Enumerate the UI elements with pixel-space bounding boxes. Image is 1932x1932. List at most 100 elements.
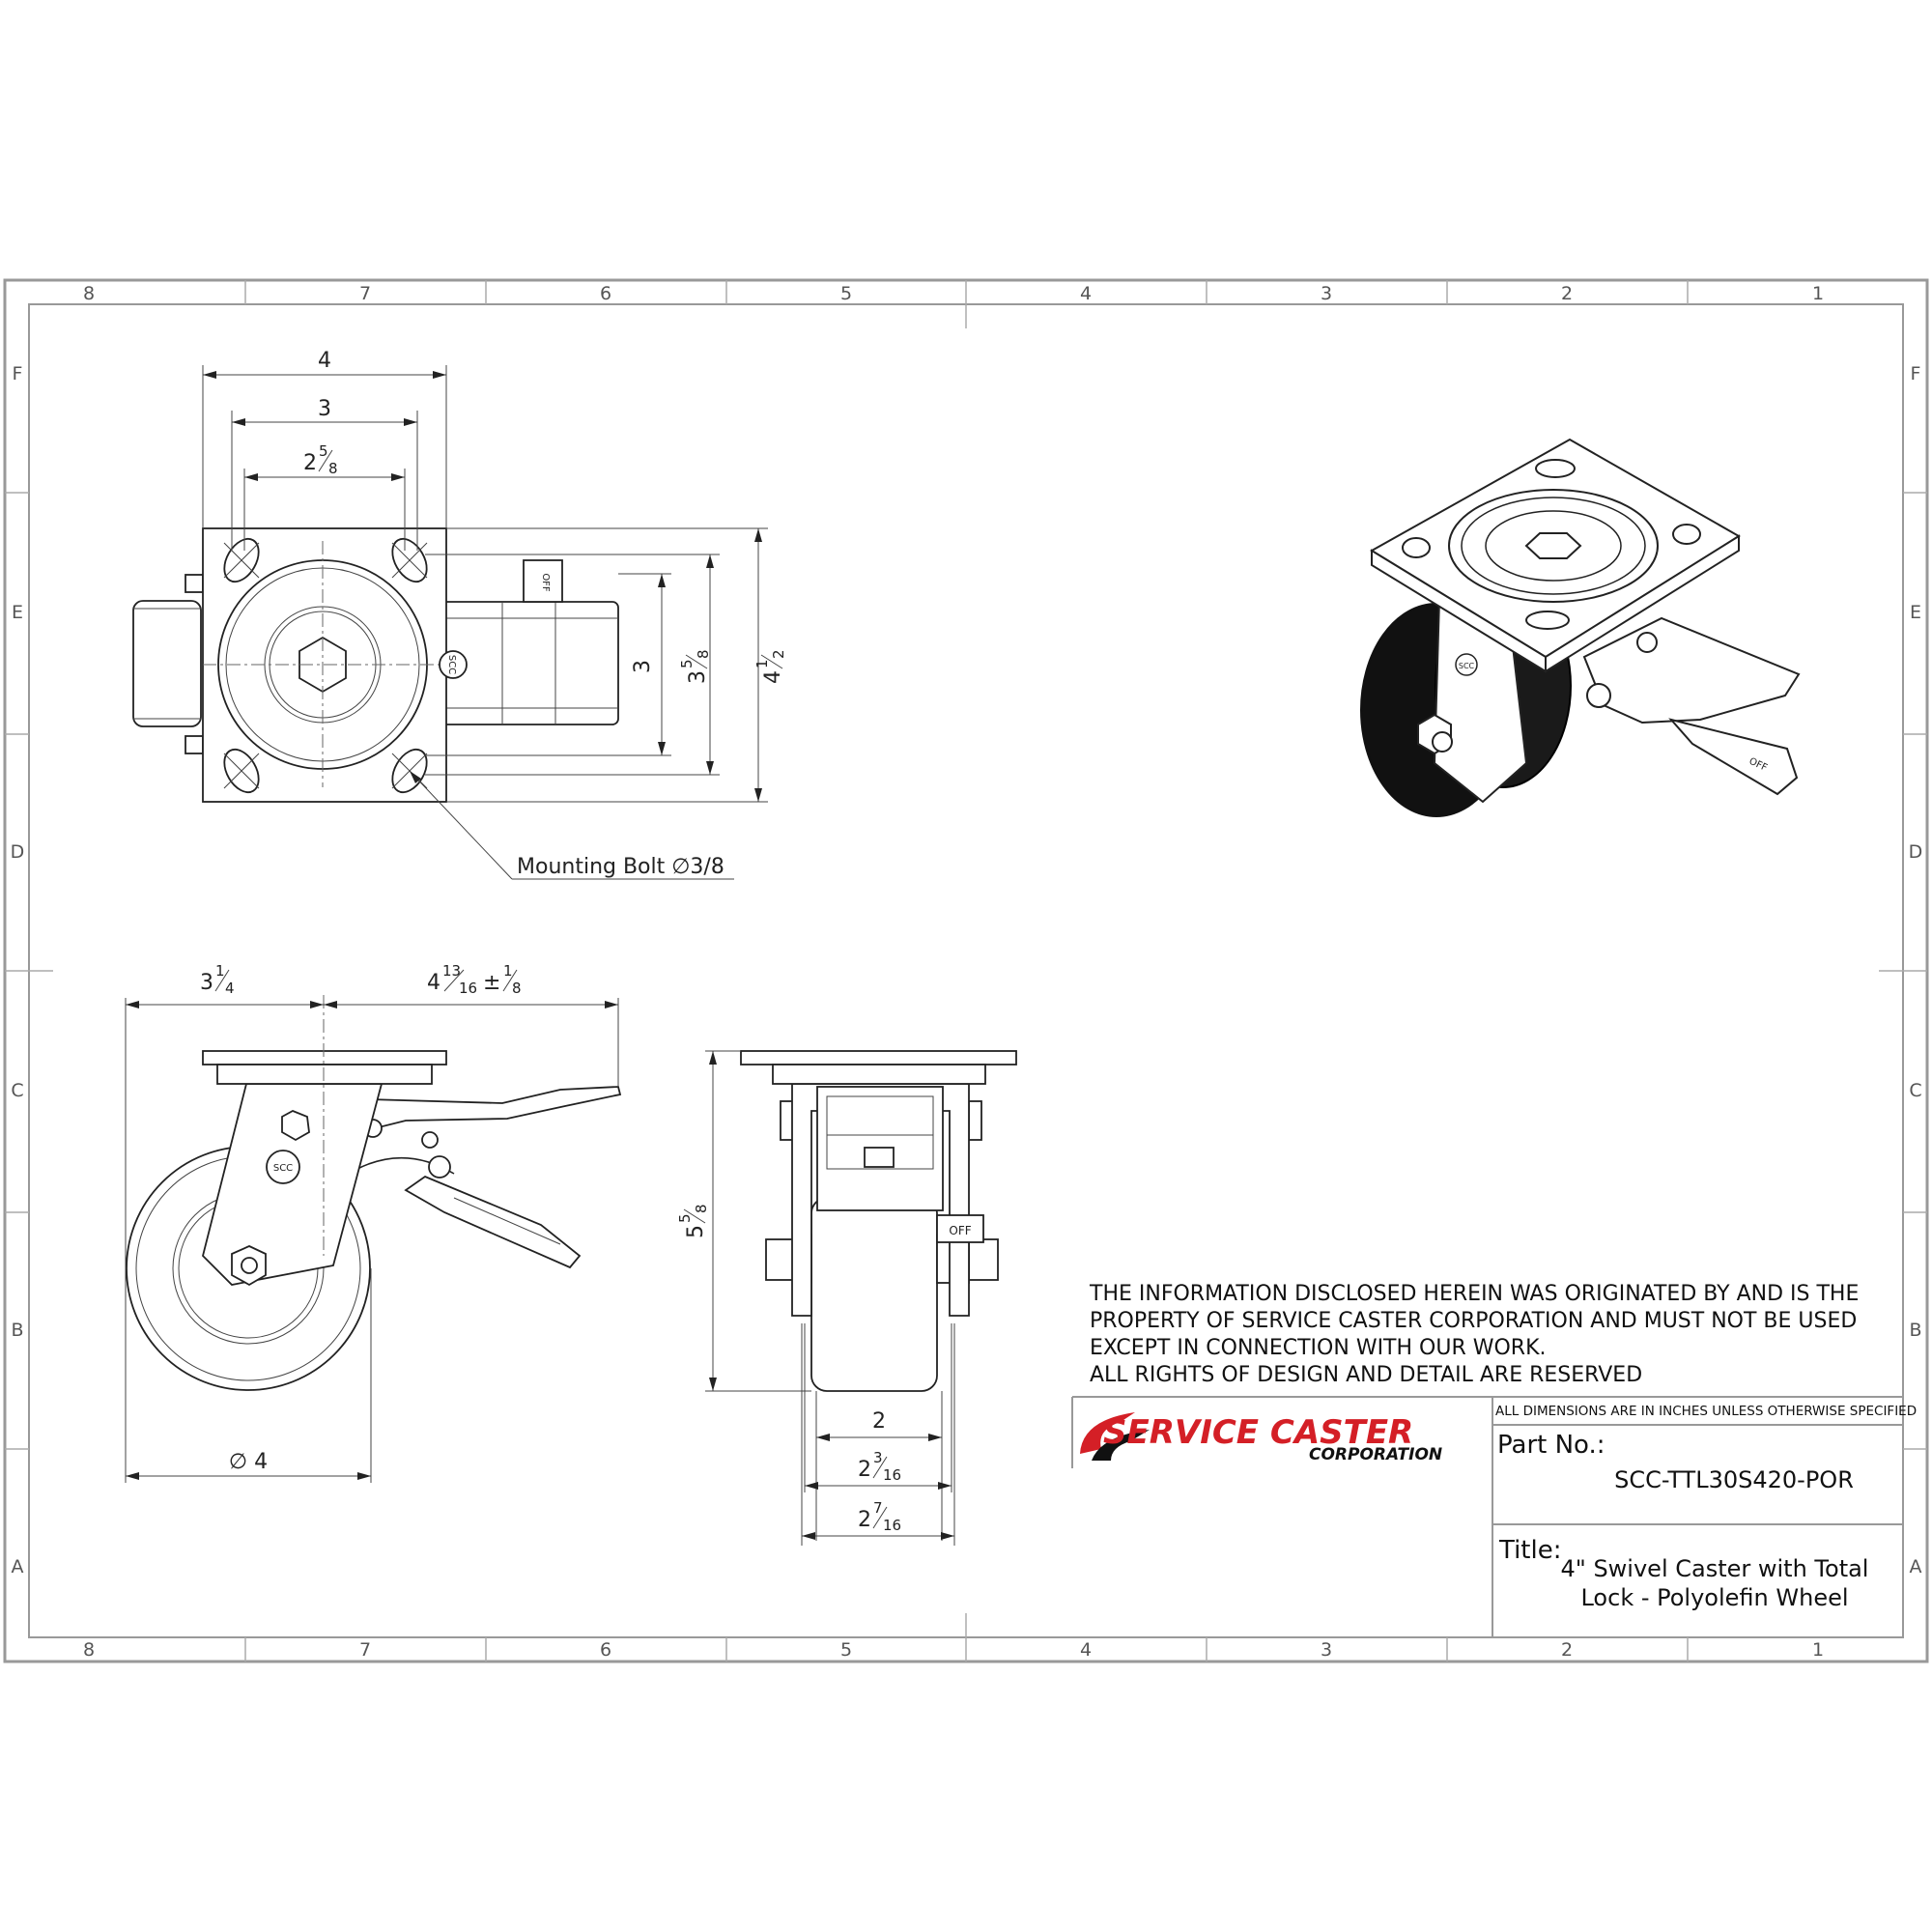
zone-col-top: 6 bbox=[600, 283, 611, 304]
isometric-view: SCC OFF bbox=[1360, 438, 1801, 817]
svg-text:8: 8 bbox=[693, 1204, 710, 1213]
side-view: SCC 3 1 4 4 13 16 ± 1 8 bbox=[125, 962, 622, 1483]
svg-text:1: 1 bbox=[753, 659, 771, 668]
mounting-bolt-callout: Mounting Bolt ∅3/8 bbox=[517, 855, 724, 879]
svg-text:5: 5 bbox=[676, 1213, 694, 1223]
svg-text:4: 4 bbox=[761, 670, 785, 684]
svg-text:CORPORATION: CORPORATION bbox=[1309, 1445, 1442, 1464]
title-line-2: Lock - Polyolefin Wheel bbox=[1580, 1584, 1848, 1611]
zone-col-bottom: 6 bbox=[600, 1639, 611, 1661]
dim-plate-height: 4 1 2 bbox=[753, 649, 787, 684]
notice-line: PROPERTY OF SERVICE CASTER CORPORATION A… bbox=[1090, 1309, 1857, 1333]
zone-col-top: 2 bbox=[1561, 283, 1573, 304]
notice-line: EXCEPT IN CONNECTION WITH OUR WORK. bbox=[1090, 1336, 1547, 1360]
top-view: OFF SCC 4 bbox=[132, 349, 787, 880]
iso-brake-pedal bbox=[1668, 718, 1799, 796]
side-top-plate bbox=[202, 1050, 447, 1065]
dim-overall-height: 5 5 8 bbox=[676, 1204, 710, 1238]
zone-row-left: C bbox=[11, 1080, 23, 1101]
svg-text:5: 5 bbox=[684, 1225, 708, 1238]
drawing-border: 8 7 6 5 4 3 2 1 8 7 6 5 4 3 2 1 F E D C … bbox=[3, 278, 1929, 1663]
zone-col-top: 1 bbox=[1812, 283, 1824, 304]
proprietary-notice: THE INFORMATION DISCLOSED HEREIN WAS ORI… bbox=[1089, 1282, 1859, 1387]
zone-row-left: B bbox=[11, 1320, 23, 1341]
svg-text:4: 4 bbox=[225, 980, 235, 997]
zone-col-top: 8 bbox=[83, 283, 95, 304]
title-label: Title: bbox=[1498, 1536, 1561, 1565]
mounting-slot bbox=[223, 538, 260, 582]
zone-row-right: A bbox=[1910, 1556, 1922, 1577]
side-scc-stamp: SCC bbox=[273, 1163, 293, 1174]
front-wheel bbox=[810, 1197, 938, 1392]
side-brake-pedal bbox=[404, 1175, 582, 1269]
svg-text:8: 8 bbox=[328, 460, 338, 477]
dim-bolt-vertical: 3 bbox=[631, 660, 655, 673]
dim-wheel-diameter: ∅ 4 bbox=[229, 1450, 268, 1474]
off-label: OFF bbox=[540, 573, 551, 592]
wheel-tread-outline bbox=[132, 600, 202, 727]
side-kingpin-nut-icon bbox=[281, 1110, 310, 1142]
zone-col-bottom: 5 bbox=[840, 1639, 852, 1661]
zone-col-top: 7 bbox=[359, 283, 371, 304]
svg-text:2: 2 bbox=[770, 649, 787, 659]
dim-bolt-outer: 3 bbox=[318, 397, 331, 421]
svg-text:3: 3 bbox=[686, 670, 710, 684]
zone-col-bottom: 7 bbox=[359, 1639, 371, 1661]
notice-line: THE INFORMATION DISCLOSED HEREIN WAS ORI… bbox=[1089, 1282, 1859, 1306]
svg-text:4: 4 bbox=[427, 971, 440, 995]
notice-line: ALL RIGHTS OF DESIGN AND DETAIL ARE RESE… bbox=[1090, 1363, 1642, 1387]
side-brake-lever bbox=[316, 1086, 622, 1136]
zone-col-bottom: 8 bbox=[83, 1639, 95, 1661]
title-block: SERVICE CASTER CORPORATION ALL DIMENSION… bbox=[1071, 1396, 1917, 1637]
svg-text:2: 2 bbox=[858, 1458, 871, 1482]
zone-row-left: F bbox=[13, 363, 23, 384]
dim-vertical-mid: 3 5 8 bbox=[678, 649, 712, 684]
front-top-plate bbox=[740, 1050, 1017, 1065]
mounting-slot bbox=[223, 749, 260, 793]
svg-text:16: 16 bbox=[883, 1466, 901, 1484]
service-caster-logo: SERVICE CASTER CORPORATION bbox=[1080, 1412, 1442, 1464]
zone-col-bottom: 2 bbox=[1561, 1639, 1573, 1661]
zone-row-right: C bbox=[1909, 1080, 1921, 1101]
zone-row-left: D bbox=[11, 841, 25, 863]
svg-text:13: 13 bbox=[442, 962, 461, 980]
zone-col-top: 3 bbox=[1321, 283, 1332, 304]
zone-row-left: E bbox=[12, 602, 23, 623]
svg-text:5: 5 bbox=[319, 442, 328, 460]
svg-text:1: 1 bbox=[215, 962, 225, 980]
svg-text:5: 5 bbox=[678, 659, 696, 668]
dim-wheel-width: 2 bbox=[872, 1409, 886, 1434]
iso-brake-lever bbox=[1582, 616, 1801, 724]
svg-text:3: 3 bbox=[873, 1449, 883, 1466]
iso-kingpin-hex-icon bbox=[1524, 532, 1582, 559]
svg-text:2: 2 bbox=[858, 1508, 871, 1532]
iso-scc-stamp: SCC bbox=[1459, 662, 1475, 670]
zone-row-right: F bbox=[1911, 363, 1921, 384]
zone-row-left: A bbox=[12, 1556, 24, 1577]
dim-plate-width: 4 bbox=[318, 349, 331, 373]
dim-overall-width: 2 7 16 bbox=[858, 1499, 901, 1534]
zone-row-right: B bbox=[1909, 1320, 1921, 1341]
units-note: ALL DIMENSIONS ARE IN INCHES UNLESS OTHE… bbox=[1495, 1404, 1917, 1419]
brake-pedal-off bbox=[523, 559, 563, 603]
dim-hub-length: 2 3 16 bbox=[858, 1449, 901, 1484]
zone-col-top: 4 bbox=[1080, 283, 1092, 304]
zone-col-top: 5 bbox=[840, 283, 852, 304]
zone-row-right: D bbox=[1909, 841, 1923, 863]
scc-stamp: SCC bbox=[446, 655, 457, 674]
svg-text:SERVICE CASTER: SERVICE CASTER bbox=[1103, 1413, 1413, 1452]
svg-text:8: 8 bbox=[695, 649, 712, 659]
front-view: OFF 5 5 8 2 2 3 16 bbox=[676, 1050, 1017, 1546]
zone-row-right: E bbox=[1910, 602, 1921, 623]
svg-text:8: 8 bbox=[512, 980, 522, 997]
svg-text:1: 1 bbox=[503, 962, 513, 980]
svg-text:16: 16 bbox=[459, 980, 477, 997]
front-fork bbox=[791, 1083, 970, 1317]
front-brake-pedal bbox=[936, 1214, 984, 1243]
dim-bolt-inner: 2 5 8 bbox=[303, 442, 338, 477]
part-no-label: Part No.: bbox=[1497, 1431, 1605, 1460]
zone-col-bottom: 3 bbox=[1321, 1639, 1332, 1661]
svg-text:16: 16 bbox=[883, 1517, 901, 1534]
svg-text:±: ± bbox=[483, 971, 500, 995]
